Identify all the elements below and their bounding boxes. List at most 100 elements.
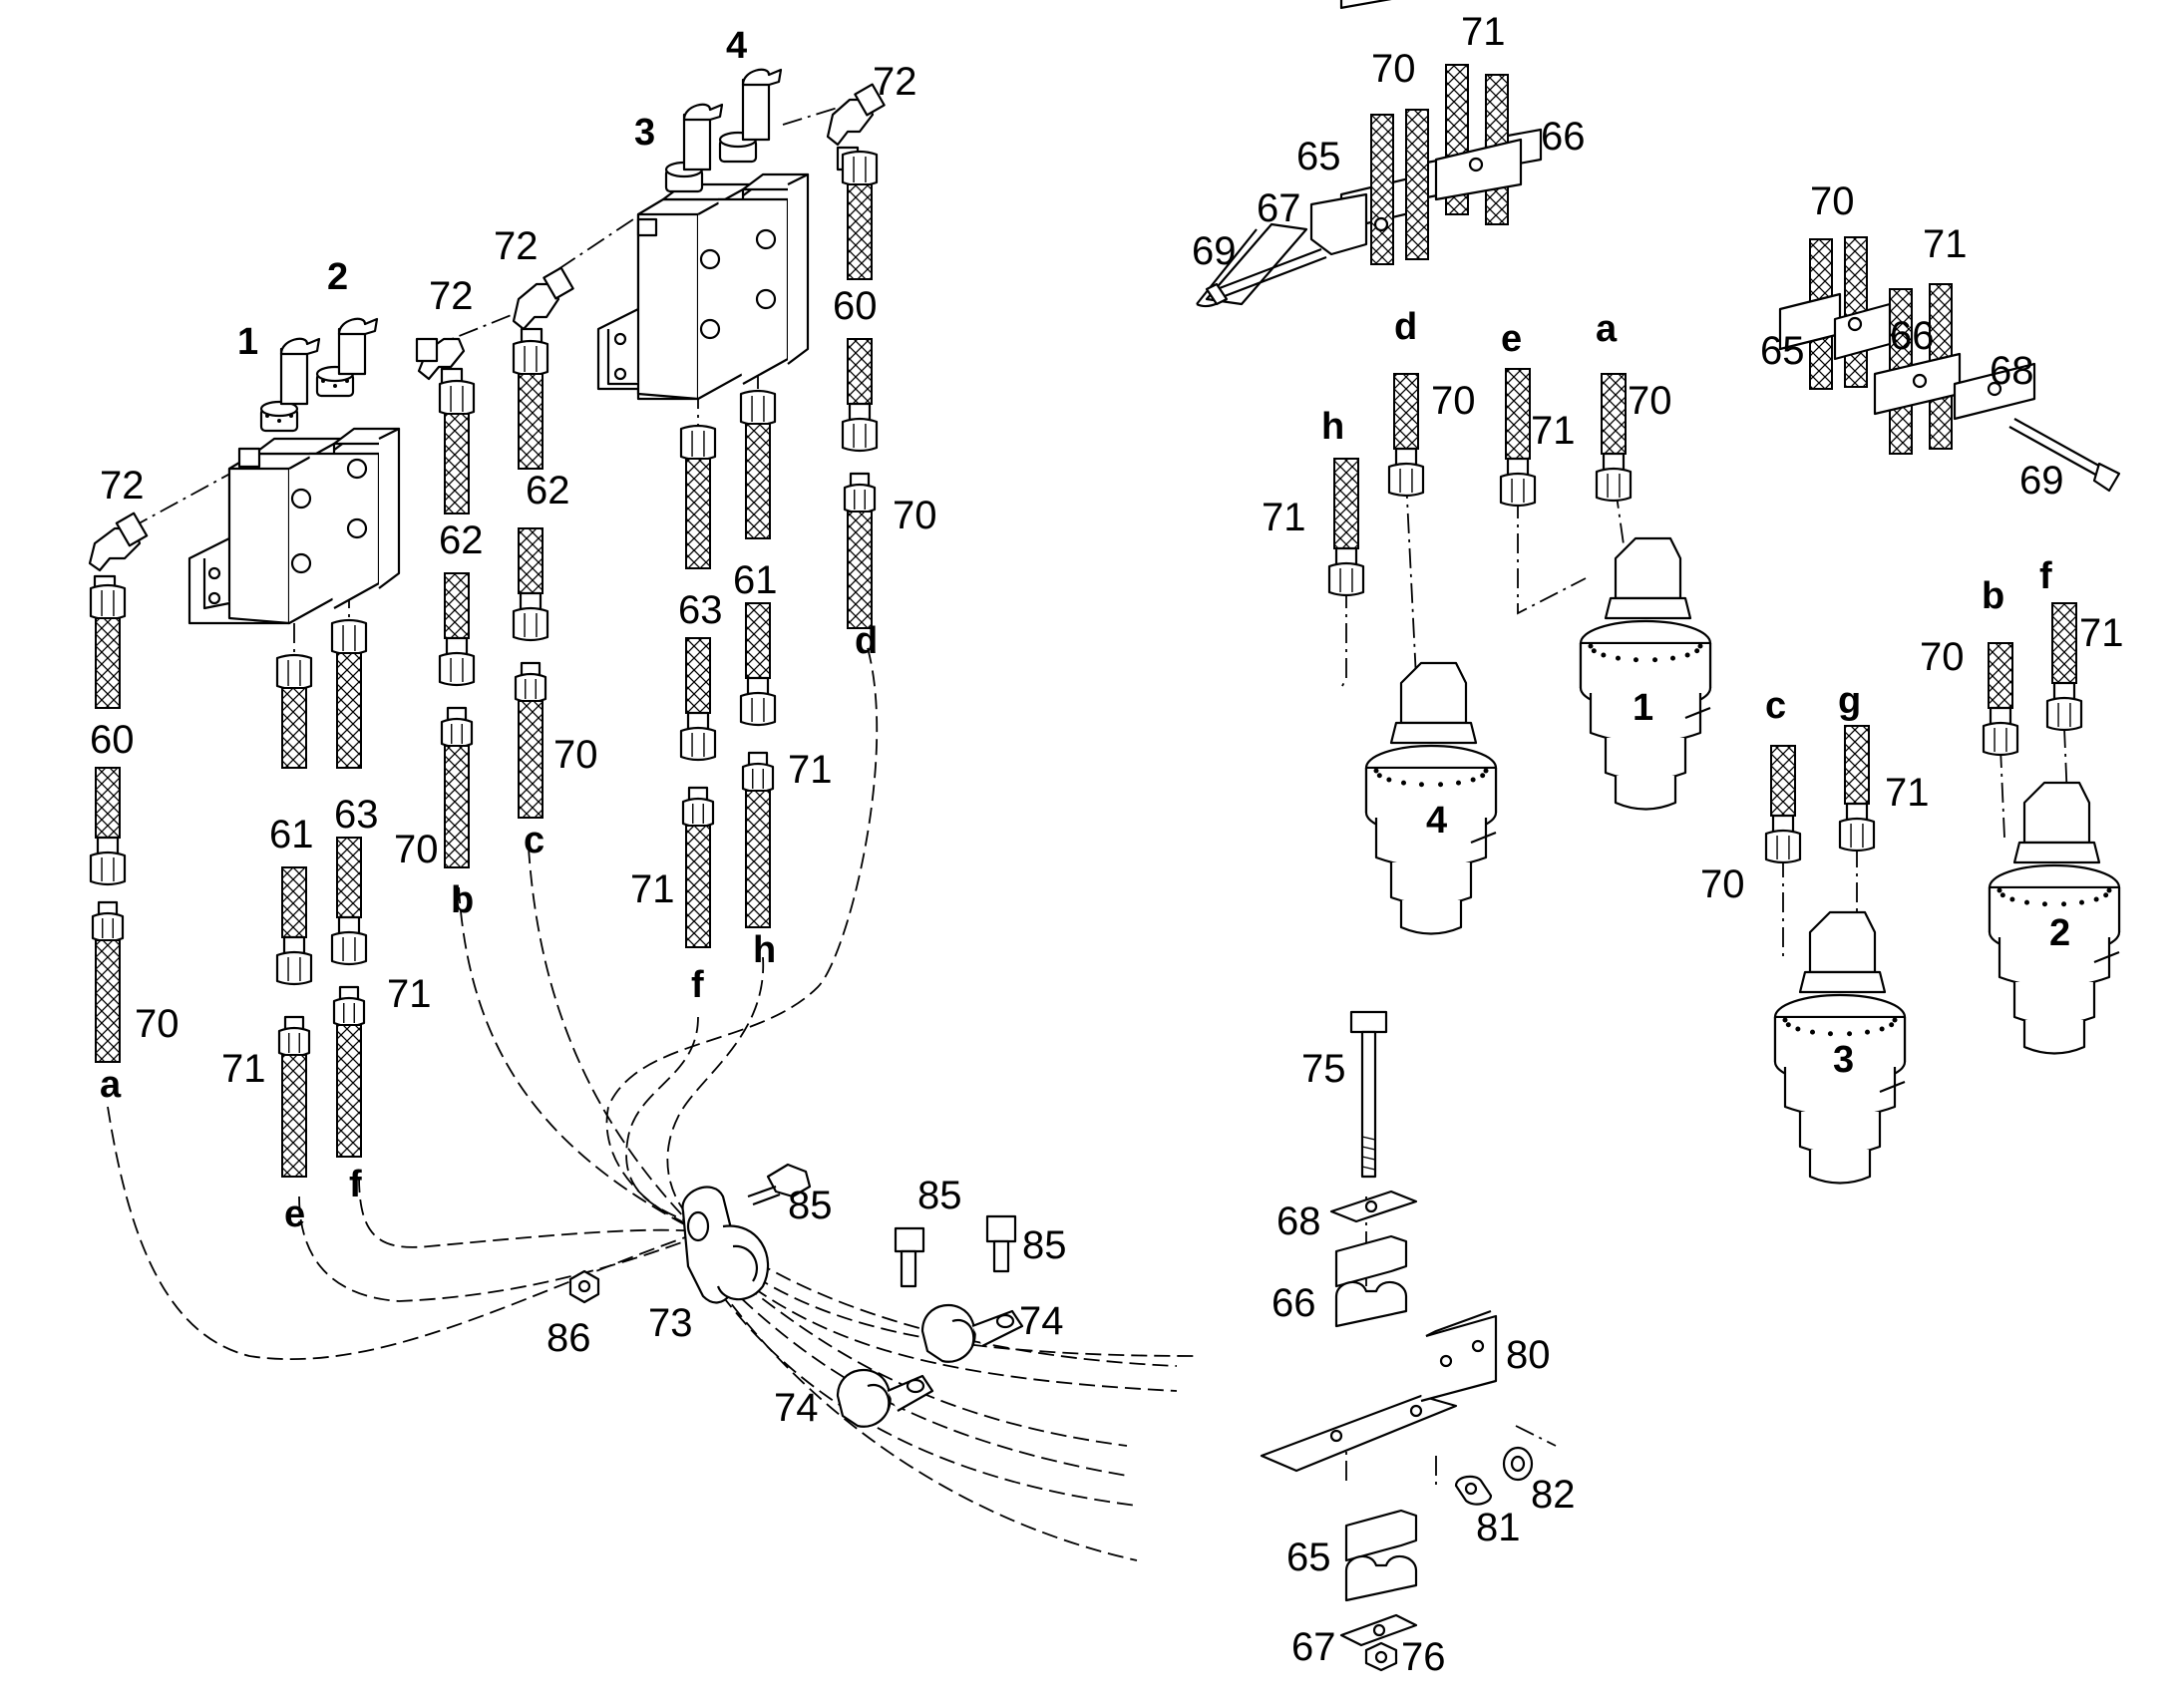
- bolt-85-left: [747, 1163, 812, 1206]
- label-71: 71: [2079, 611, 2124, 655]
- clamp-65-lower: [1344, 1509, 1418, 1602]
- label-71: 71: [1531, 409, 1576, 453]
- hose-end-f: f: [691, 964, 704, 1006]
- bolt-85-middle: [894, 1226, 925, 1288]
- hose-70-b: [440, 706, 474, 868]
- label-69: 69: [2019, 459, 2064, 503]
- hose-end-a: a: [100, 1064, 122, 1106]
- hose-60-a-upper: [89, 583, 127, 709]
- label-61: 61: [269, 813, 314, 856]
- label-70: 70: [1810, 179, 1855, 223]
- label-85: 85: [917, 1174, 962, 1217]
- hose-70-d: [843, 472, 877, 629]
- hose-71-g-motor: [1838, 725, 1876, 853]
- label-68: 68: [1990, 349, 2034, 393]
- label-70: 70: [1431, 379, 1476, 423]
- hose-70-d-motor: [1387, 373, 1425, 498]
- motor-label-2: 2: [2049, 912, 2070, 954]
- label-71: 71: [221, 1047, 266, 1091]
- hose-71-e: [277, 1015, 311, 1178]
- label-60: 60: [833, 284, 878, 328]
- hose-61-e-upper: [275, 653, 313, 769]
- label-70: 70: [1700, 862, 1745, 906]
- hose-62-b-lower: [438, 572, 476, 687]
- hose-end-d: d: [855, 620, 878, 662]
- hose-end-d: d: [1394, 306, 1417, 348]
- bolt-75: [1349, 1010, 1388, 1179]
- hose-clamp-74-lower: [836, 1368, 934, 1428]
- hose-71-h: [681, 786, 715, 948]
- label-70: 70: [1920, 635, 1965, 679]
- hose-60-d-upper: [841, 150, 879, 280]
- label-66: 66: [1541, 115, 1586, 159]
- hose-clamp-73: [681, 1186, 769, 1304]
- hose-61-f-lower: [739, 602, 777, 727]
- label-70: 70: [553, 733, 598, 777]
- label-65: 65: [1760, 329, 1805, 373]
- hose-61-f-upper: [739, 389, 777, 539]
- label-71: 71: [630, 867, 675, 911]
- valve-block-1-2: [187, 317, 401, 625]
- label-69: 69: [1192, 229, 1237, 273]
- label-71: 71: [1262, 496, 1306, 539]
- label-72: 72: [100, 464, 145, 508]
- hose-71-e-motor: [1499, 368, 1537, 508]
- label-65: 65: [1286, 1536, 1331, 1579]
- hose-70-a: [91, 900, 125, 1063]
- label-67: 67: [1257, 186, 1301, 230]
- hose-end-e: e: [1501, 318, 1522, 360]
- valve-label-2: 2: [327, 256, 348, 298]
- bolt-85-right: [985, 1214, 1017, 1273]
- hose-63-h-upper: [679, 424, 717, 569]
- label-70: 70: [394, 828, 439, 871]
- label-71: 71: [1461, 10, 1506, 54]
- plate-68-lower: [1329, 1190, 1418, 1223]
- hose-end-h: h: [1321, 406, 1344, 448]
- label-80: 80: [1506, 1333, 1551, 1377]
- valve-label-4: 4: [726, 25, 747, 67]
- plate-67-lower: [1339, 1613, 1418, 1647]
- hose-60-a-lower: [89, 767, 127, 886]
- motor-4: [1364, 661, 1498, 935]
- hose-71-f: [332, 985, 366, 1158]
- motor-3: [1773, 910, 1907, 1185]
- hose-70-a-motor: [1595, 373, 1633, 503]
- hose-end-c: c: [524, 820, 545, 861]
- label-66: 66: [1272, 1281, 1316, 1325]
- label-61: 61: [733, 558, 778, 602]
- hose-end-g: g: [1838, 680, 1861, 722]
- hose-end-h: h: [753, 929, 776, 971]
- valve-label-1: 1: [237, 321, 258, 363]
- motor-2: [1988, 781, 2121, 1055]
- hose-63-f-lower: [330, 837, 368, 966]
- label-82: 82: [1531, 1473, 1576, 1517]
- label-74: 74: [774, 1386, 819, 1430]
- label-75: 75: [1301, 1047, 1346, 1091]
- hose-end-e: e: [284, 1194, 305, 1235]
- label-76: 76: [1401, 1635, 1446, 1679]
- label-85: 85: [1022, 1223, 1067, 1267]
- hose-61-e-lower: [275, 866, 313, 986]
- hose-end-a: a: [1596, 308, 1618, 350]
- clamp-stack-upper: [1196, 0, 1543, 308]
- label-70: 70: [893, 494, 937, 537]
- hose-71-f-motor: [2045, 602, 2083, 732]
- hose-71-h-motor: [1327, 458, 1365, 597]
- label-81: 81: [1476, 1506, 1521, 1549]
- label-63: 63: [334, 793, 379, 837]
- hose-end-b: b: [1982, 575, 2004, 617]
- hose-routing-lines: [107, 647, 1198, 1561]
- label-60: 60: [90, 718, 135, 762]
- label-72: 72: [494, 224, 539, 268]
- label-70: 70: [1371, 47, 1416, 91]
- hose-end-f: f: [2039, 555, 2052, 597]
- label-71: 71: [788, 748, 833, 792]
- hose-assemblies: [89, 150, 2083, 1178]
- clamp-stack-right: [1778, 236, 2121, 493]
- valve-block-3-4: [596, 68, 810, 401]
- motor-label-3: 3: [1833, 1039, 1854, 1081]
- hose-70-c-motor: [1764, 745, 1802, 864]
- label-66: 66: [1890, 314, 1935, 358]
- hose-60-d-lower: [841, 338, 879, 453]
- label-71: 71: [1885, 771, 1930, 815]
